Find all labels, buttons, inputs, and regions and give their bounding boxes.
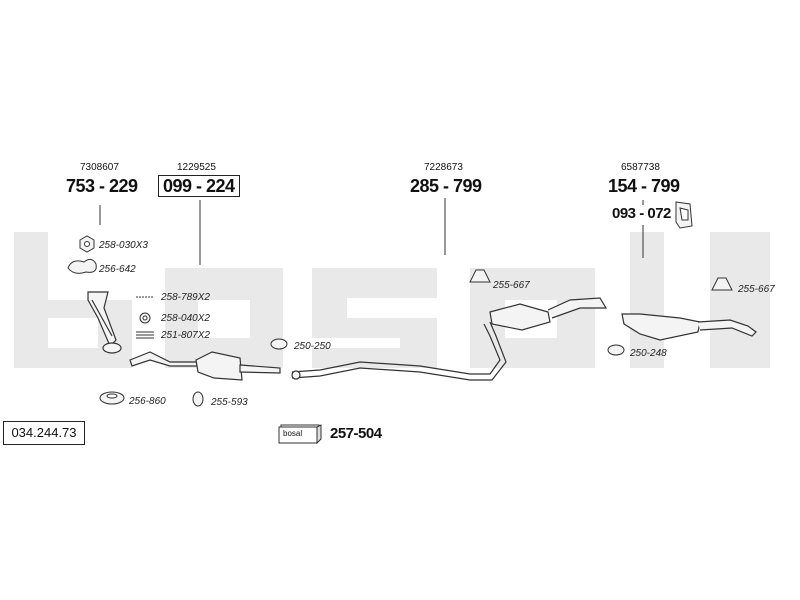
bracket-part-number: 093 - 072 — [612, 205, 671, 222]
mounting-kit-box-label: bosal — [283, 429, 303, 438]
oe-number-2: 1229525 — [177, 162, 216, 173]
label-gasket-lower: 256-860 — [129, 396, 166, 407]
front-gasket-shape — [67, 258, 97, 274]
oe-number-4: 6587738 — [621, 162, 660, 173]
label-hanger-rear: 255-667 — [738, 284, 775, 295]
label-nut: 258-030X3 — [99, 240, 148, 251]
catalytic-converter — [129, 351, 281, 381]
part-number-1: 753 - 229 — [66, 176, 138, 196]
label-bolt: 258-789X2 — [161, 292, 210, 303]
rear-silencer — [621, 313, 757, 341]
label-nut-small: 258-040X2 — [161, 313, 210, 324]
front-pipe — [87, 291, 122, 354]
label-hanger-mid: 255-667 — [493, 280, 530, 291]
reference-number: 034.244.73 — [3, 421, 85, 445]
label-clamp-front: 250-250 — [294, 341, 331, 352]
middle-pipe — [291, 321, 507, 381]
label-rubber-front: 255-593 — [211, 397, 248, 408]
part-number-3: 285 - 799 — [410, 176, 482, 196]
part-number-2: 099 - 224 — [158, 175, 240, 197]
label-gasket-front: 256-642 — [99, 264, 136, 275]
oe-number-1: 7308607 — [80, 162, 119, 173]
mounting-kit-number: 257-504 — [330, 425, 382, 442]
label-clamp-rear: 250-248 — [630, 348, 667, 359]
oe-number-3: 7228673 — [424, 162, 463, 173]
middle-silencer — [489, 297, 608, 331]
label-spring: 251-807X2 — [161, 330, 210, 341]
part-number-4: 154 - 799 — [608, 176, 680, 196]
